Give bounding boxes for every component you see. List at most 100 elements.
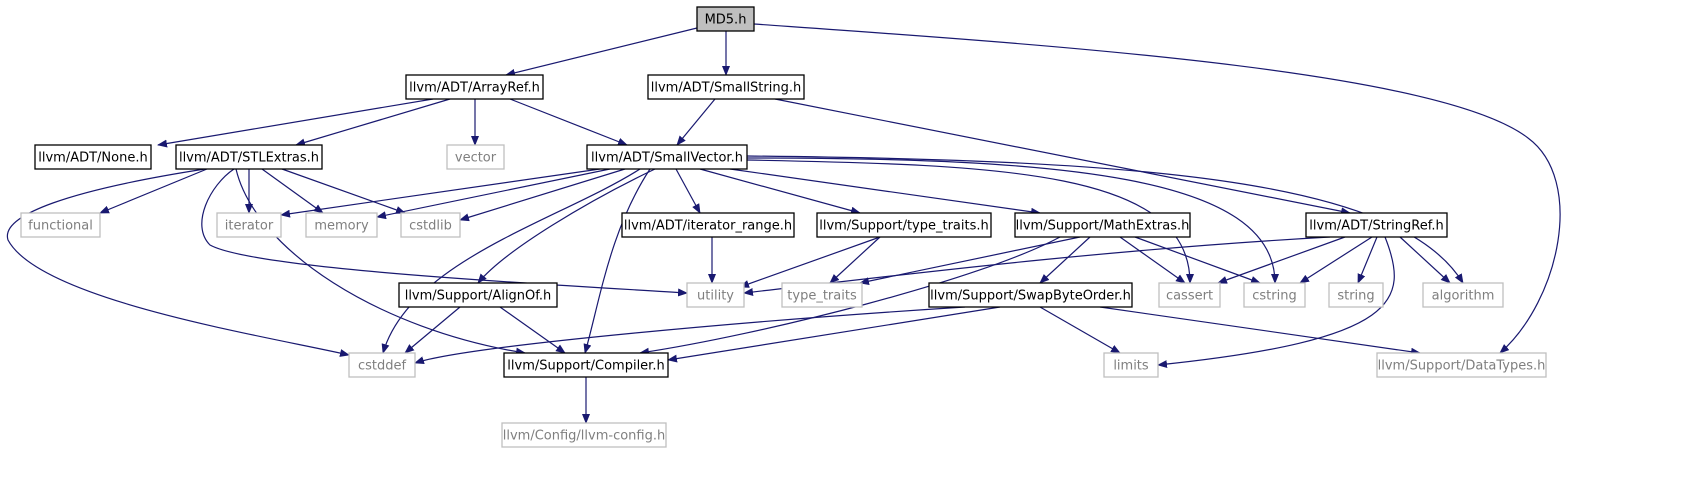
edge-arrayref-to-smallvector: [509, 98, 628, 146]
node-label: cstddef: [358, 359, 407, 374]
node-iterrange[interactable]: llvm/ADT/iterator_range.h: [621, 212, 795, 238]
node-label: cstring: [1252, 289, 1296, 304]
edge-smallvector-to-memory: [376, 168, 611, 220]
node-box: [1103, 352, 1159, 378]
node-cassert: cassert: [1158, 282, 1221, 308]
node-label: llvm/Support/MathExtras.h: [1016, 219, 1190, 234]
edge-alignof-to-compiler: [499, 306, 566, 354]
node-label: utility: [697, 289, 734, 304]
edge-alignof-to-cstddef: [404, 306, 461, 354]
node-arrayref[interactable]: llvm/ADT/ArrayRef.h: [405, 74, 544, 100]
node-box: [34, 144, 152, 170]
node-smallvector[interactable]: llvm/ADT/SmallVector.h: [586, 144, 748, 170]
node-label: string: [1337, 289, 1374, 304]
node-box: [1243, 282, 1306, 308]
edge-swapbyte-to-compiler: [667, 306, 1001, 363]
node-label: llvm/ADT/SmallString.h: [651, 81, 801, 96]
edge-stlextras-to-compiler: [235, 168, 526, 356]
node-label: llvm/ADT/iterator_range.h: [624, 219, 792, 234]
node-box: [501, 422, 667, 448]
node-alignof[interactable]: llvm/Support/AlignOf.h: [398, 282, 558, 308]
edge-smallvector-to-iterrange: [675, 168, 701, 214]
node-label: llvm/ADT/ArrayRef.h: [409, 81, 540, 96]
edge-smallvector-to-cstring: [746, 157, 1279, 284]
edge-smallvector-to-cassert: [746, 159, 1194, 284]
node-llvmconfig: llvm/Config/llvm-config.h: [501, 422, 667, 448]
node-label: MD5.h: [705, 13, 747, 28]
edge-md5-to-arrayref: [505, 27, 698, 77]
edge-swapbyte-to-cstddef: [414, 306, 966, 365]
edge-stlextras-to-memory: [261, 168, 324, 214]
edge-arrayref-to-none: [157, 98, 434, 148]
node-box: [446, 144, 505, 170]
node-label: llvm/ADT/STLExtras.h: [179, 151, 319, 166]
edge-swapbyte-to-datatypes: [1099, 306, 1421, 356]
node-datatypes: llvm/Support/DataTypes.h: [1376, 352, 1547, 378]
node-box: [586, 144, 748, 170]
edge-stlextras-to-utility: [201, 168, 688, 297]
node-memory: memory: [305, 212, 378, 238]
node-label: type_traits: [787, 289, 857, 304]
edge-mathextras-to-compiler: [639, 236, 1061, 356]
node-box: [686, 282, 745, 308]
edge-smallvector-to-cstddef: [381, 168, 641, 354]
node-string: string: [1328, 282, 1384, 308]
node-label: llvm/Support/AlignOf.h: [405, 289, 552, 304]
node-stlextras[interactable]: llvm/ADT/STLExtras.h: [175, 144, 323, 170]
node-cstring: cstring: [1243, 282, 1306, 308]
node-cstddef: cstddef: [348, 352, 416, 378]
node-box: [400, 212, 461, 238]
edge-stringref-to-string: [1357, 236, 1378, 284]
node-compiler[interactable]: llvm/Support/Compiler.h: [503, 352, 669, 378]
node-none[interactable]: llvm/ADT/None.h: [34, 144, 152, 170]
node-box: [175, 144, 323, 170]
edge-smallvector-to-alignof: [477, 168, 656, 284]
node-label: algorithm: [1432, 289, 1495, 304]
node-label: memory: [314, 219, 369, 234]
node-box: [1328, 282, 1384, 308]
node-label: cassert: [1166, 289, 1213, 304]
node-swapbyte[interactable]: llvm/Support/SwapByteOrder.h: [928, 282, 1133, 308]
edge-mathextras-to-swapbyte: [1039, 236, 1091, 284]
node-label: llvm/Support/Compiler.h: [507, 359, 664, 374]
node-label: llvm/ADT/SmallVector.h: [591, 151, 743, 166]
node-cstdlib: cstdlib: [400, 212, 461, 238]
edge-stringref-to-cassert: [1217, 236, 1346, 284]
edge-smallvector-to-iterator: [280, 168, 601, 218]
node-box: [398, 282, 558, 308]
node-type_traits: type_traits: [781, 282, 863, 308]
node-box: [1158, 282, 1221, 308]
node-box: [647, 74, 805, 100]
node-mathextras[interactable]: llvm/Support/MathExtras.h: [1014, 212, 1191, 238]
node-limits: limits: [1103, 352, 1159, 378]
edge-arrayref-to-stlextras: [295, 98, 451, 147]
node-box: [216, 212, 282, 238]
node-box: [305, 212, 378, 238]
edge-typetraitsh-to-utility: [739, 236, 881, 288]
node-stringref[interactable]: llvm/ADT/StringRef.h: [1305, 212, 1448, 238]
node-label: llvm/Support/type_traits.h: [819, 219, 989, 234]
node-box: [621, 212, 795, 238]
edge-typetraitsh-to-type_traits: [829, 236, 881, 284]
node-box: [928, 282, 1133, 308]
node-box: [20, 212, 101, 238]
node-box: [1376, 352, 1547, 378]
edge-layer: [6, 23, 1561, 424]
node-smallstring[interactable]: llvm/ADT/SmallString.h: [647, 74, 805, 100]
node-vector: vector: [446, 144, 505, 170]
node-label: iterator: [225, 219, 274, 234]
node-label: llvm/Support/SwapByteOrder.h: [930, 289, 1131, 304]
edge-smallvector-to-compiler: [583, 168, 651, 354]
edge-stringref-to-cstring: [1299, 236, 1373, 284]
node-md5[interactable]: MD5.h: [696, 6, 755, 32]
edge-smallvector-to-typetraitsh: [699, 168, 861, 215]
edge-swapbyte-to-limits: [1039, 306, 1121, 354]
edge-smallvector-to-mathextras: [729, 168, 1041, 216]
node-typetraitsh[interactable]: llvm/Support/type_traits.h: [816, 212, 992, 238]
node-label: vector: [455, 151, 497, 166]
node-layer: MD5.h llvm/ADT/ArrayRef.h llvm/ADT/SmallSt…: [20, 6, 1547, 448]
node-label: llvm/Support/DataTypes.h: [1378, 359, 1546, 374]
node-box: [1305, 212, 1448, 238]
edge-smallstring-to-smallvector: [676, 98, 716, 146]
